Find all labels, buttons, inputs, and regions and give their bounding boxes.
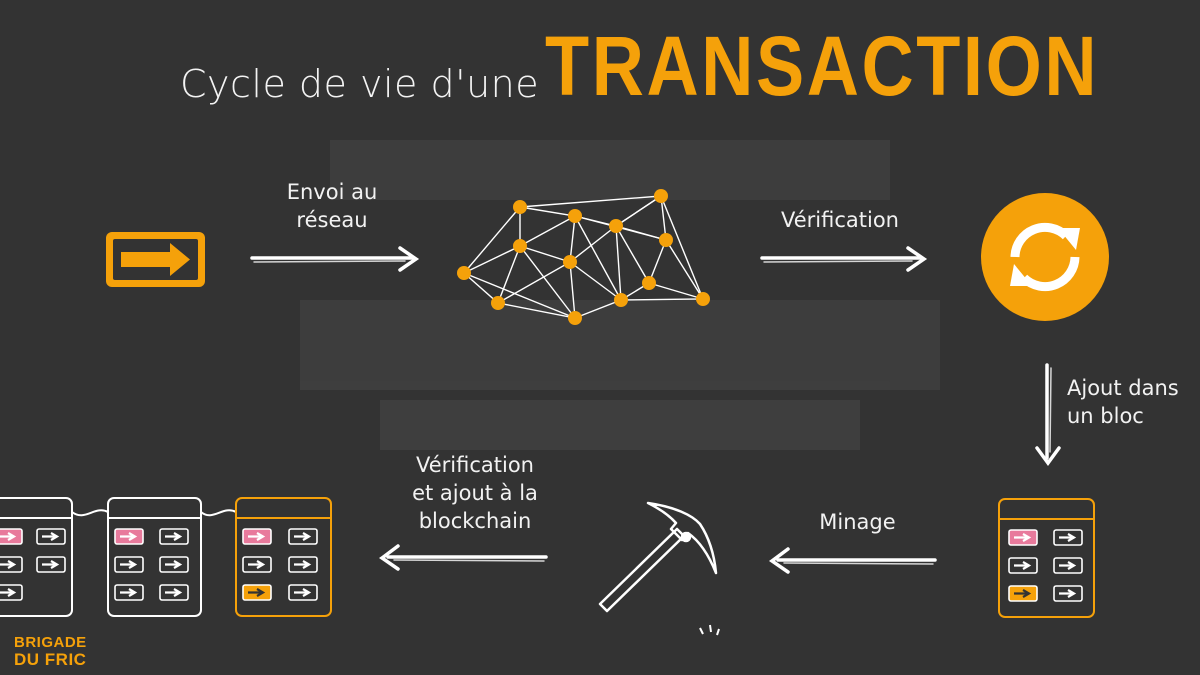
label-blockchain-line2: et ajout à la	[412, 481, 538, 505]
arrow-add-block	[1035, 363, 1061, 466]
label-send-line1: Envoi au	[286, 180, 378, 204]
label-send-line2: réseau	[296, 208, 368, 232]
label-blockchain: Vérification et ajout à la blockchain	[400, 451, 550, 535]
label-blockchain-line3: blockchain	[418, 509, 532, 533]
arrow-mining	[769, 547, 937, 574]
new-block	[998, 498, 1095, 618]
background-texture	[300, 140, 940, 450]
label-verify: Vérification	[770, 206, 910, 234]
blockchain-icon	[0, 497, 332, 617]
label-verify-line1: Vérification	[781, 208, 899, 232]
label-blockchain-line1: Vérification	[416, 453, 534, 477]
brand-logo: BRIGADE DU FRIC	[14, 634, 104, 668]
label-mining: Minage	[800, 508, 915, 536]
brand-line1: BRIGADE	[14, 634, 87, 651]
label-add-block-line1: Ajout dans	[1067, 376, 1179, 400]
sync-icon	[981, 193, 1109, 321]
brand-line2: DU FRIC	[14, 650, 87, 669]
pickaxe-icon	[598, 501, 720, 636]
title-main: TRANSACTION	[545, 19, 1100, 113]
network-icon	[457, 189, 710, 325]
arrow-blockchain	[379, 544, 548, 571]
label-add-block-line2: un bloc	[1067, 404, 1144, 428]
title-prefix: Cycle de vie d'une	[180, 62, 540, 106]
label-send: Envoi au réseau	[262, 178, 402, 234]
label-add-block: Ajout dans un bloc	[1067, 374, 1192, 430]
arrow-send	[250, 246, 420, 272]
label-mining-line1: Minage	[819, 510, 896, 534]
arrow-sign-icon	[106, 232, 205, 287]
arrow-verify	[760, 246, 928, 272]
